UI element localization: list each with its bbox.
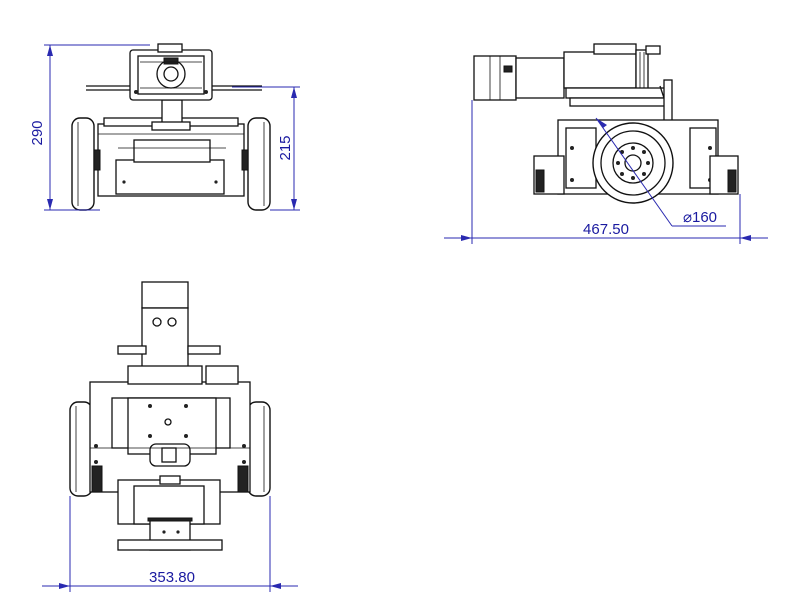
dim-215: 215 bbox=[232, 86, 300, 211]
front-right-wheel bbox=[247, 117, 271, 211]
top-right-wheel bbox=[247, 401, 271, 497]
top-motor bbox=[141, 281, 189, 309]
dim-160: ⌀160 bbox=[595, 117, 726, 227]
front-view bbox=[71, 43, 271, 211]
dim-290-label: 290 bbox=[29, 120, 46, 145]
top-left-wheel bbox=[69, 401, 93, 497]
front-mast bbox=[161, 99, 183, 125]
dim-215-label: 215 bbox=[277, 135, 294, 160]
side-motor bbox=[473, 55, 517, 101]
top-view bbox=[69, 281, 271, 551]
dim-467: 467.50 bbox=[444, 100, 768, 244]
side-view bbox=[473, 43, 739, 204]
front-left-wheel bbox=[71, 117, 95, 211]
side-gearbox bbox=[563, 51, 637, 89]
dim-353-label: 353.80 bbox=[149, 569, 195, 586]
dim-160-label: ⌀160 bbox=[683, 209, 717, 226]
dim-467-label: 467.50 bbox=[583, 221, 629, 238]
dim-290: 290 bbox=[29, 44, 150, 211]
dim-353: 353.80 bbox=[42, 496, 298, 592]
